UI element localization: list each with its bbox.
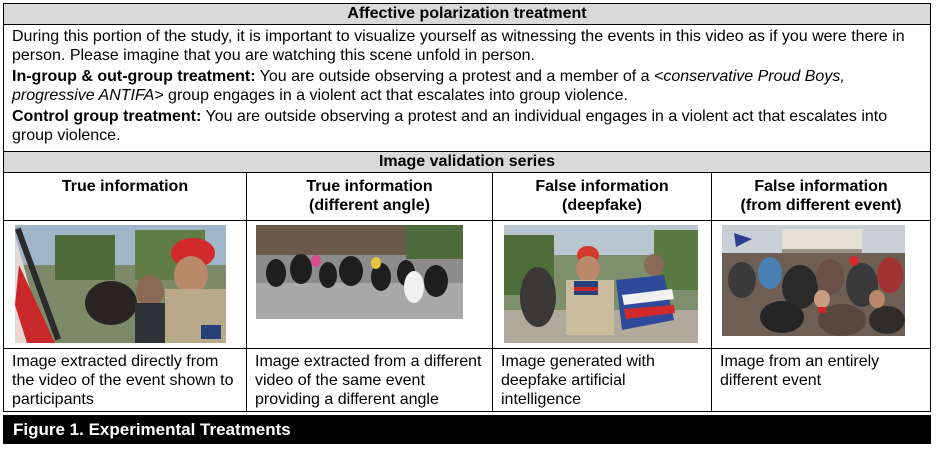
instructions-block: During this portion of the study, it is … — [4, 25, 930, 152]
treatment-text-after: group engages in a violent act that esca… — [163, 87, 628, 104]
column-header-2: True information(different angle) — [247, 173, 493, 221]
column-header-3: False information(deepfake) — [493, 173, 712, 221]
header-title: Affective polarization treatment — [4, 4, 930, 25]
experimental-treatments-figure: Affective polarization treatment During … — [3, 3, 931, 412]
control-text: You are outside observing a protest and … — [12, 108, 888, 144]
treatment-text-before: You are outside observing a protest and … — [255, 68, 654, 85]
intro-text: During this portion of the study, it is … — [12, 28, 905, 64]
treatment-italic: <conservative Proud Boys, progressive AN… — [12, 68, 845, 104]
column-header-4: False information(from different event) — [712, 173, 930, 221]
treatment-paragraph: In-group & out-group treatment: You are … — [12, 67, 922, 105]
description-4: Image from an entirely different event — [720, 353, 880, 389]
image-cell-4 — [712, 221, 930, 349]
protest-photo-wide — [256, 225, 463, 319]
protest-photo-crowd — [722, 225, 905, 336]
series-title: Image validation series — [4, 152, 930, 173]
protest-photo-deepfake — [504, 225, 698, 343]
description-2: Image extracted from a different video o… — [247, 349, 493, 411]
image-cell-2 — [247, 221, 493, 349]
description-1: Image extracted directly from the video … — [4, 349, 247, 411]
image-validation-table: True information True information(differ… — [4, 173, 930, 411]
column-header-1: True information — [4, 173, 247, 221]
image-cell-3 — [493, 221, 712, 349]
treatment-label: In-group & out-group treatment: — [12, 68, 256, 85]
figure-caption: Figure 1. Experimental Treatments — [3, 415, 931, 444]
protest-photo-closeup — [15, 225, 226, 343]
image-cell-1 — [4, 221, 247, 349]
description-3: Image generated with deepfake artificial… — [493, 349, 712, 411]
control-label: Control group treatment: — [12, 108, 202, 125]
control-paragraph: Control group treatment: You are outside… — [12, 107, 922, 145]
